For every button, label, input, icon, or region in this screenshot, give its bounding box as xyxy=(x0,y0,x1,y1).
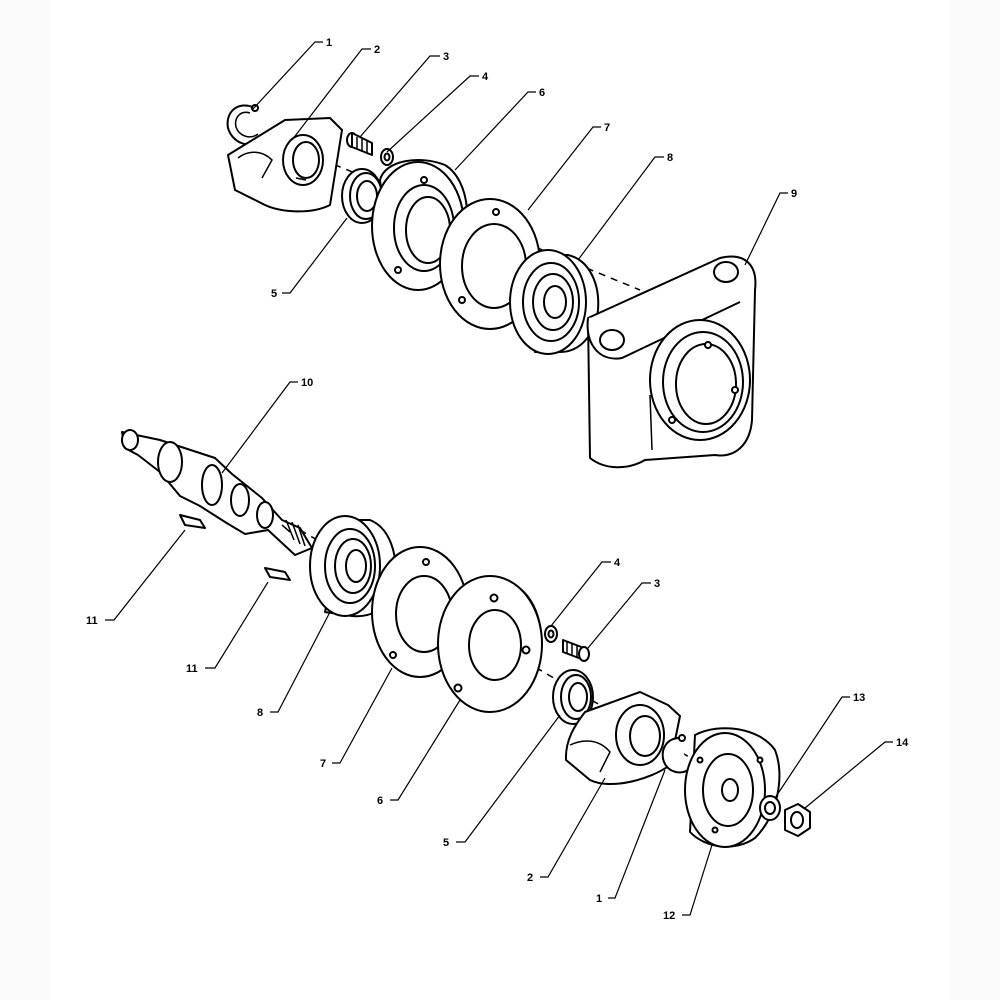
callout-5-top: 5 xyxy=(271,288,277,300)
callout-8-bottom: 8 xyxy=(257,707,263,719)
ball-bearing-icon xyxy=(509,249,600,355)
callout-4-bottom: 4 xyxy=(614,557,621,569)
callout-1-top: 1 xyxy=(326,37,332,49)
callout-3-bottom: 3 xyxy=(654,578,660,590)
callout-9-top: 9 xyxy=(791,188,797,200)
callout-5-bottom: 5 xyxy=(443,837,449,849)
callout-14: 14 xyxy=(896,737,909,749)
callout-8-top: 8 xyxy=(667,152,673,164)
circlip-icon xyxy=(661,734,689,774)
washer-icon xyxy=(544,625,558,643)
bearing-cover-icon xyxy=(437,575,543,713)
washer-icon xyxy=(380,148,394,166)
bottom-assembly xyxy=(105,381,893,916)
callout-3-top: 3 xyxy=(443,51,449,63)
callout-2-bottom: 2 xyxy=(527,872,533,884)
bearing-housing-icon xyxy=(586,255,757,469)
eccentric-weight-icon xyxy=(564,691,681,786)
callout-12: 12 xyxy=(663,910,675,922)
callout-2-top: 2 xyxy=(374,44,380,56)
bottom-leaders xyxy=(105,381,893,916)
cap-screw-icon xyxy=(562,639,590,662)
callout-7-bottom: 7 xyxy=(320,758,326,770)
callout-4-top: 4 xyxy=(482,71,489,83)
callout-labels: 1 2 3 4 6 7 8 9 5 10 11 11 8 7 6 5 4 3 2… xyxy=(86,37,909,922)
key-icon xyxy=(179,514,291,581)
shaft-icon xyxy=(121,429,313,556)
seal-ring-icon xyxy=(552,669,594,725)
callout-10: 10 xyxy=(301,377,313,389)
top-leaders xyxy=(251,41,788,294)
callout-7-top: 7 xyxy=(604,122,610,134)
cap-screw-icon xyxy=(346,132,373,156)
callout-1-bottom: 1 xyxy=(596,893,602,905)
callout-13: 13 xyxy=(853,692,865,704)
spring-washer-icon xyxy=(759,795,781,821)
callout-11-b: 11 xyxy=(186,663,198,675)
callout-6-bottom: 6 xyxy=(377,795,383,807)
callout-11-a: 11 xyxy=(86,615,98,627)
eccentric-weight-icon xyxy=(227,117,343,213)
top-assembly xyxy=(226,41,788,469)
hex-nut-icon xyxy=(784,803,811,837)
pulley-icon xyxy=(684,727,781,848)
callout-6-top: 6 xyxy=(539,87,545,99)
